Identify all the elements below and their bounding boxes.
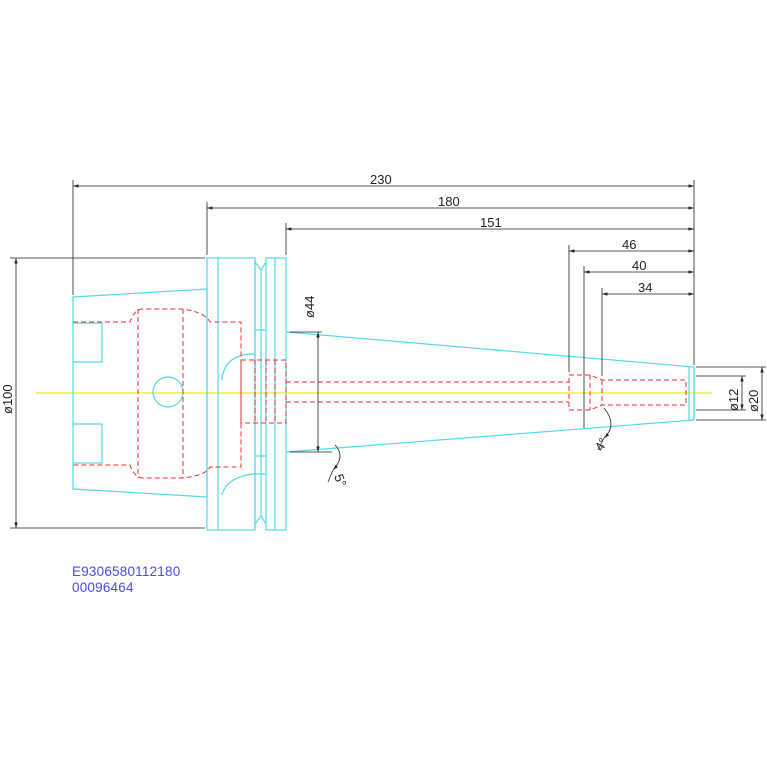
dim-40-label: 40 (632, 258, 646, 273)
angle-5-label: 5° (331, 472, 349, 489)
dim-151-label: 151 (480, 215, 502, 230)
dim-dia-20-label: ø20 (746, 390, 761, 412)
dimension-lines (10, 180, 766, 529)
dim-46-label: 46 (622, 237, 636, 252)
dim-dia-12-label: ø12 (726, 389, 741, 411)
serial-code-text: 00096464 (72, 580, 134, 595)
dim-34-label: 34 (638, 280, 652, 295)
drawing-sheet (0, 172, 767, 597)
part-codes: E9306580112180 00096464 (72, 564, 180, 596)
part-code-text: E9306580112180 (72, 564, 181, 579)
dim-180-label: 180 (438, 194, 460, 209)
dim-dia-100-label: ø100 (0, 384, 15, 414)
hidden-features (73, 308, 687, 479)
dim-dia-44-label: ø44 (302, 296, 317, 318)
dim-230-label: 230 (370, 172, 392, 187)
